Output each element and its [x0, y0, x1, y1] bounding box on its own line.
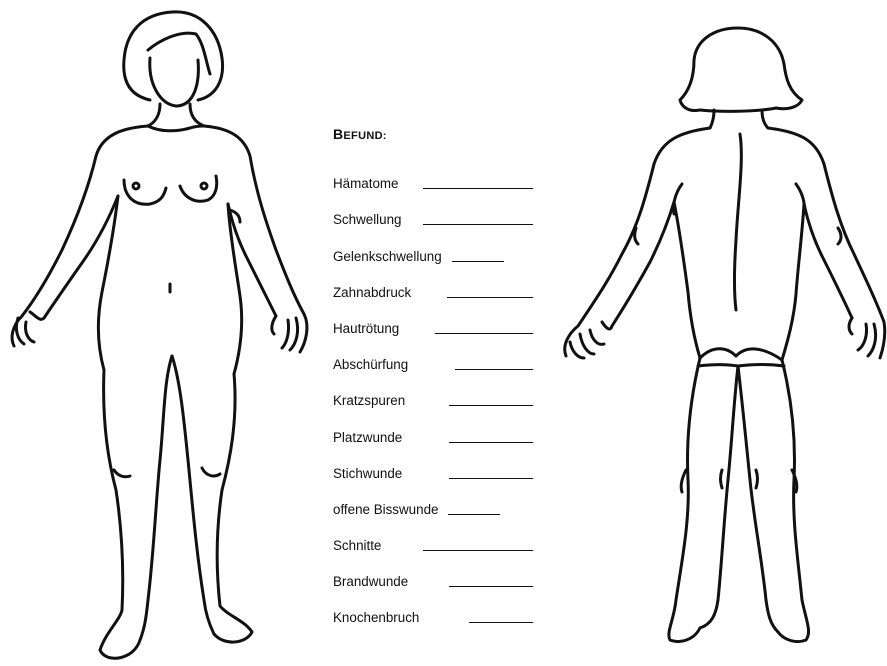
finding-row-schnitte: Schnitte	[333, 518, 533, 554]
finding-blank-line[interactable]	[449, 478, 533, 479]
findings-form: BEFUND: Hämatome Schwellung Gelenkschwel…	[333, 126, 533, 626]
findings-title: BEFUND:	[333, 126, 533, 142]
finding-label: Kratzspuren	[333, 393, 405, 409]
finding-row-offene-bisswunde: offene Bisswunde	[333, 482, 533, 518]
finding-row-stichwunde: Stichwunde	[333, 446, 533, 482]
finding-row-brandwunde: Brandwunde	[333, 554, 533, 590]
findings-title-rest: EFUND:	[343, 130, 386, 142]
finding-blank-line[interactable]	[449, 586, 533, 587]
body-front-figure	[0, 0, 320, 666]
findings-title-cap: B	[333, 126, 343, 142]
finding-row-kratzspuren: Kratzspuren	[333, 373, 533, 409]
finding-row-schwellung: Schwellung	[333, 192, 533, 228]
finding-label: Schnitte	[333, 538, 381, 554]
finding-row-gelenkschwellung: Gelenkschwellung	[333, 228, 533, 264]
finding-blank-line[interactable]	[423, 188, 533, 189]
body-front-outline	[0, 0, 320, 666]
finding-blank-line[interactable]	[455, 369, 533, 370]
finding-label: Abschürfung	[333, 357, 408, 373]
finding-label: Brandwunde	[333, 574, 408, 590]
finding-blank-line[interactable]	[449, 442, 533, 443]
body-back-outline	[550, 0, 887, 666]
finding-blank-line[interactable]	[452, 261, 504, 262]
finding-row-hautroetung: Hautrötung	[333, 301, 533, 337]
finding-label: Hautrötung	[333, 321, 399, 337]
finding-blank-line[interactable]	[423, 550, 533, 551]
finding-label: Knochenbruch	[333, 610, 419, 626]
finding-label: Platzwunde	[333, 430, 402, 446]
finding-label: Gelenkschwellung	[333, 249, 442, 265]
finding-blank-line[interactable]	[423, 224, 533, 225]
finding-row-abschuerfung: Abschürfung	[333, 337, 533, 373]
finding-row-zahnabdruck: Zahnabdruck	[333, 265, 533, 301]
finding-row-knochenbruch: Knochenbruch	[333, 590, 533, 626]
finding-label: Stichwunde	[333, 466, 402, 482]
finding-row-haematome: Hämatome	[333, 156, 533, 192]
finding-label: Zahnabdruck	[333, 285, 411, 301]
finding-row-platzwunde: Platzwunde	[333, 409, 533, 445]
finding-blank-line[interactable]	[469, 622, 533, 623]
finding-label: Schwellung	[333, 212, 401, 228]
body-back-figure	[550, 0, 887, 666]
finding-blank-line[interactable]	[447, 297, 533, 298]
finding-blank-line[interactable]	[448, 514, 500, 515]
finding-blank-line[interactable]	[449, 405, 533, 406]
finding-label: Hämatome	[333, 176, 399, 192]
finding-label: offene Bisswunde	[333, 502, 438, 518]
finding-blank-line[interactable]	[435, 333, 533, 334]
